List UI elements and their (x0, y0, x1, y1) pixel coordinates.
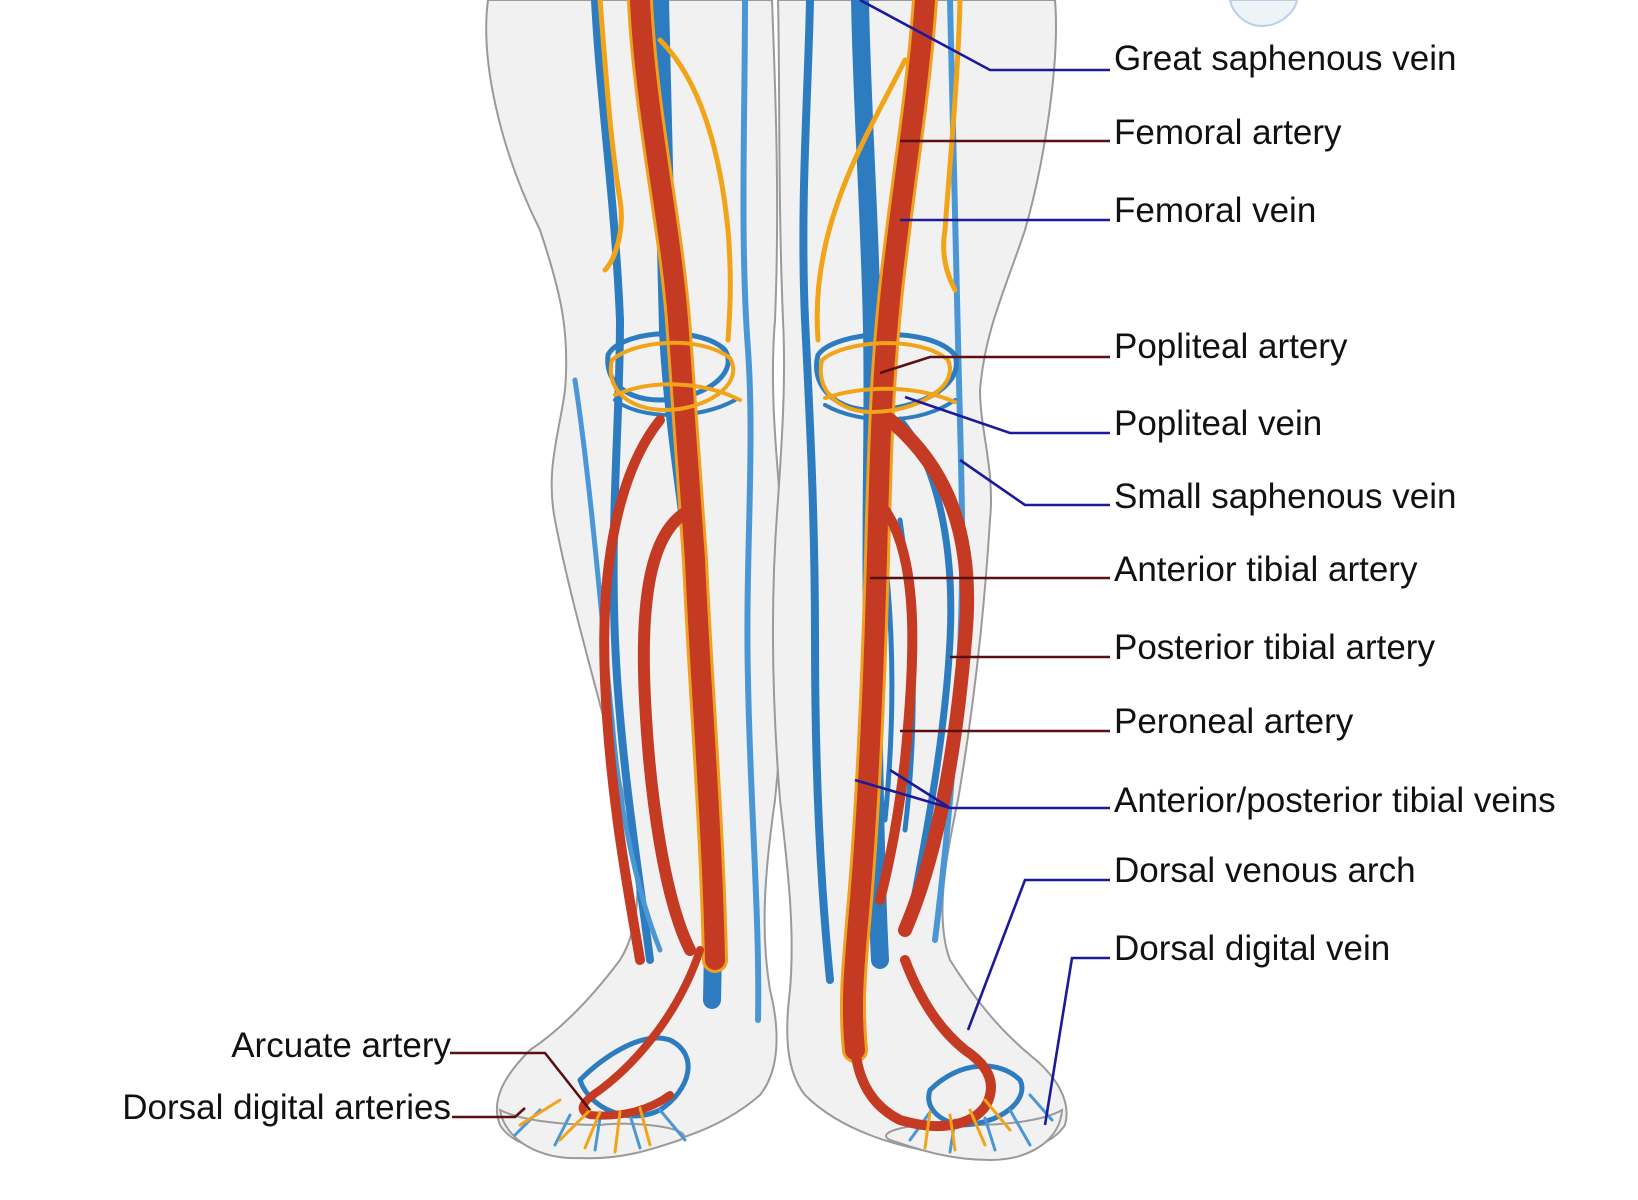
hand-hint (1228, 0, 1299, 28)
label-popliteal-artery: Popliteal artery (1114, 327, 1348, 366)
label-great-saphenous-vein: Great saphenous vein (1114, 39, 1456, 78)
left-dorsal-digital-arteries (518, 1098, 652, 1154)
label-arcuate-artery: Arcuate artery (231, 1026, 451, 1065)
left-dorsal-digital-veins (513, 1108, 687, 1152)
label-femoral-artery: Femoral artery (1114, 113, 1342, 152)
leader-dorsal-venous-arch (966, 878, 1110, 1031)
label-posterior-tibial-artery: Posterior tibial artery (1114, 628, 1435, 667)
right-femoral-artery (842, 0, 935, 1060)
left-knee-arterial-network (608, 340, 742, 412)
label-small-saphenous-vein: Small saphenous vein (1114, 477, 1456, 516)
right-peroneal-artery (875, 505, 918, 905)
right-knee-arterial-network (818, 341, 957, 414)
leader-lines (450, 0, 1110, 1126)
label-dorsal-venous-arch: Dorsal venous arch (1114, 851, 1416, 890)
leader-dorsal-digital-vein (1043, 956, 1110, 1126)
leader-great-saphenous-vein (859, 0, 1110, 72)
leader-popliteal-artery (879, 355, 1110, 375)
left-lateral-vein (740, 0, 762, 1023)
right-great-saphenous-vein (799, 0, 834, 984)
label-popliteal-vein: Popliteal vein (1114, 404, 1322, 443)
left-posterior-tibial-artery (599, 415, 665, 965)
right-thigh-branch (814, 57, 908, 343)
label-peroneal-artery: Peroneal artery (1114, 702, 1354, 741)
right-dorsalis-pedis-loop (848, 955, 996, 1131)
label-femoral-vein: Femoral vein (1114, 191, 1316, 230)
label-anterior-posterior-tibial-veins: Anterior/posterior tibial veins (1114, 781, 1556, 820)
label-dorsal-digital-vein: Dorsal digital vein (1114, 929, 1390, 968)
left-great-saphenous-vein (591, 0, 654, 964)
right-dorsal-venous-arch (926, 1063, 1025, 1128)
left-leg-arteries (518, 0, 742, 1154)
left-arcuate-artery (578, 946, 704, 1120)
right-posterior-tibial-artery (883, 413, 975, 937)
right-dorsal-digital-arteries (923, 1098, 1012, 1152)
label-anterior-tibial-artery: Anterior tibial artery (1114, 550, 1418, 589)
left-saphenous-branch (597, 0, 624, 273)
right-leg-arteries (814, 0, 1012, 1152)
leader-tibial-veins-b (889, 768, 951, 810)
label-dorsal-digital-arteries: Dorsal digital arteries (122, 1088, 451, 1127)
left-upper-thigh-branch (657, 37, 733, 343)
leader-popliteal-vein (904, 395, 1110, 435)
left-anterior-tibial-artery (637, 504, 696, 956)
labels: Great saphenous vein Femoral artery Femo… (122, 39, 1555, 1127)
right-outer-thigh-branch (941, 0, 963, 293)
leader-arcuate-artery (450, 1051, 592, 1111)
right-dorsal-digital-veins (908, 1093, 1054, 1154)
leader-dorsal-digital-arteries (452, 1107, 526, 1119)
left-knee-venous-network-lower (613, 398, 737, 417)
leader-small-saphenous-vein (959, 458, 1110, 507)
left-femoral-artery (630, 0, 725, 970)
